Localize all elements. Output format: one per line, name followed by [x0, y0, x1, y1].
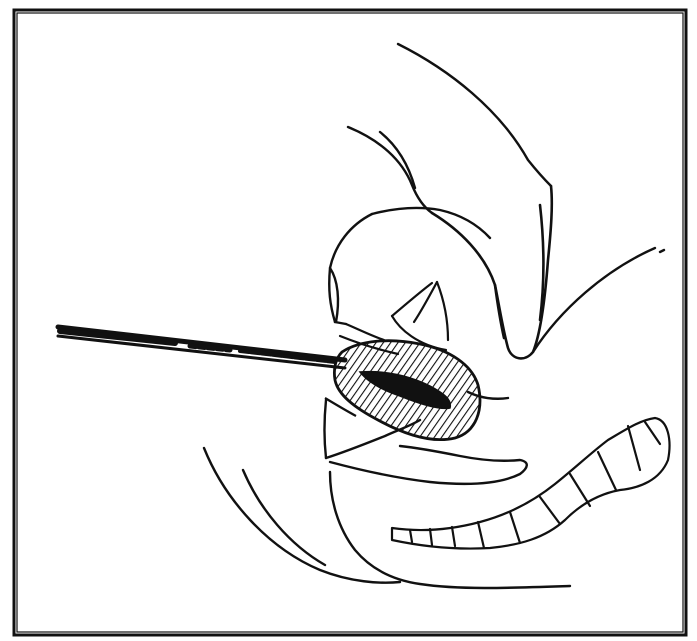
pelvic-floor-arcs — [204, 448, 570, 588]
body-wall-outline — [348, 44, 551, 213]
probe-instrument — [58, 327, 345, 368]
pubic-bone — [329, 208, 490, 324]
hatched-organ — [325, 341, 480, 440]
posterior-outline — [533, 248, 664, 352]
